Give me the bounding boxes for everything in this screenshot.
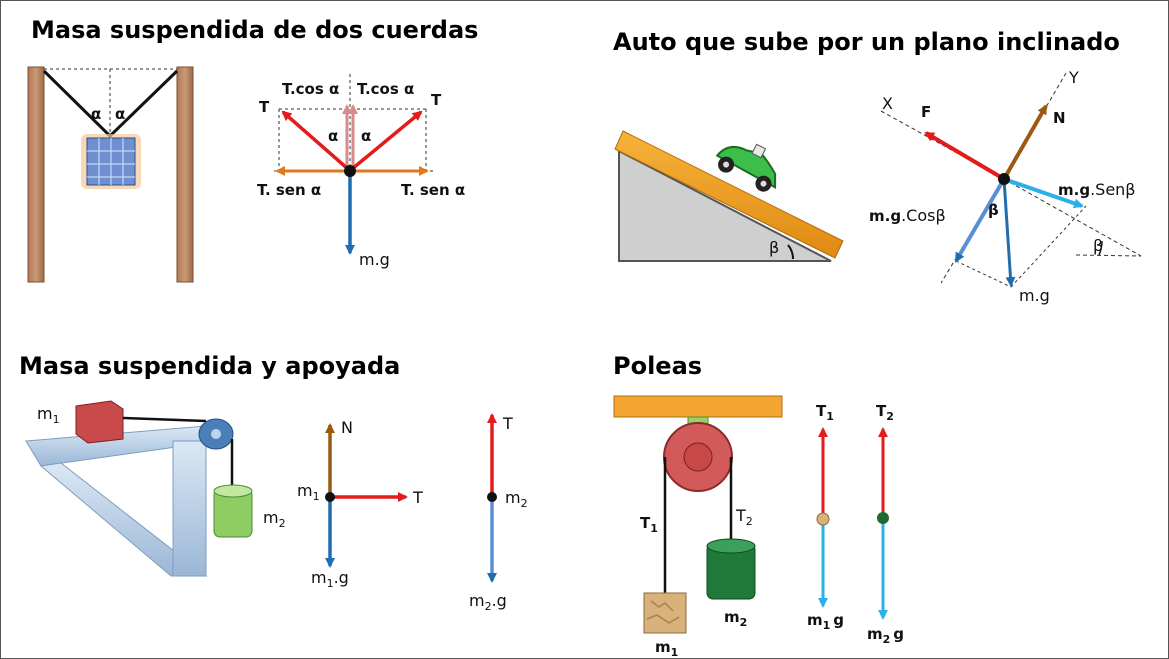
label-t1: T1 — [816, 402, 834, 423]
body-point — [487, 492, 497, 502]
force-f-arrow — [924, 131, 1006, 181]
mass-block-1 — [75, 400, 124, 444]
label-mg-cos: m.g.Cosβ — [869, 206, 946, 225]
table-pulley-illustration: m1 m2 — [25, 400, 286, 577]
beta-arc — [787, 244, 795, 260]
title-incline: Auto que sube por un plano inclinado — [613, 28, 1120, 56]
table-free-body-m2: T m2 m2.g — [469, 413, 528, 613]
mass-1-block — [643, 592, 687, 634]
incline-illustration: β — [614, 130, 844, 262]
label-t-cos-left: T.cos α — [282, 80, 339, 98]
incline-free-body: X Y F N β β m.g.Cosβ m.g.Senβ m.g — [869, 68, 1142, 305]
label-t-sen-left: T. sen α — [257, 181, 321, 199]
alpha-right: α — [115, 105, 125, 123]
label-t1-figure: T1 — [640, 514, 658, 535]
horizontal-ref — [1075, 254, 1142, 257]
label-t-sen-right: T. sen α — [401, 181, 465, 199]
projection-right — [1010, 205, 1087, 288]
label-m1-figure: m1 — [37, 404, 60, 426]
left-post — [27, 66, 45, 283]
title-pulleys: Poleas — [613, 352, 702, 380]
right-post — [176, 66, 194, 283]
body-point-1 — [816, 512, 830, 526]
body-point — [325, 492, 335, 502]
label-beta-fbd: β — [988, 201, 999, 219]
title-table-pulley: Masa suspendida y apoyada — [19, 352, 400, 380]
label-weight: m.g — [1019, 286, 1050, 305]
table-leg — [172, 440, 207, 577]
table-pulley-axle — [211, 429, 221, 439]
label-t-left: T — [259, 98, 270, 116]
label-mg-sen: m.g.Senβ — [1058, 180, 1136, 199]
body-point-2 — [877, 512, 889, 524]
label-m1: m1 — [297, 481, 320, 503]
label-weight: m.g — [359, 250, 390, 269]
label-beta-angle: β — [1093, 236, 1103, 255]
two-ropes-illustration: α α — [27, 66, 194, 283]
ceiling-beam — [613, 395, 783, 418]
label-axis-x: X — [882, 94, 893, 113]
label-m2: m2 — [505, 488, 528, 510]
mass-1-texture — [646, 600, 680, 624]
mg-cos-arrow — [954, 177, 1006, 263]
mg-sen-arrow — [1003, 177, 1084, 209]
car-icon — [715, 143, 777, 192]
label-t2: T2 — [876, 402, 894, 423]
label-normal: N — [341, 418, 353, 437]
box-texture — [87, 138, 135, 185]
body-point — [344, 165, 356, 177]
label-axis-y: Y — [1068, 68, 1079, 87]
pulley-hub — [683, 442, 713, 472]
tension-left-arrow — [281, 110, 350, 171]
label-tension: T — [412, 488, 423, 507]
weight-arrow — [1002, 178, 1016, 287]
lower-dashed — [940, 178, 1005, 284]
table-free-body-m1: N T m1 m1.g — [297, 418, 423, 590]
ramp-wedge — [618, 149, 832, 262]
two-ropes-free-body: T T T.cos α T.cos α α α T. sen α T. sen … — [257, 73, 465, 269]
normal-arrow — [1002, 104, 1048, 180]
label-t-cos-right: T.cos α — [357, 80, 414, 98]
ropes — [42, 69, 179, 139]
label-beta-ramp: β — [769, 238, 779, 257]
body-point — [998, 173, 1010, 185]
label-t2-figure: T2 — [735, 506, 753, 528]
ramp-plank — [614, 130, 844, 259]
mass-2-top — [706, 538, 756, 554]
pulley-illustration: T1 T2 m1 m2 — [613, 395, 783, 658]
label-tension: T — [502, 414, 513, 433]
cylinder-top — [213, 484, 253, 498]
label-m1g: m1.g — [311, 568, 349, 590]
label-alpha-right: α — [361, 127, 371, 145]
beta-arc-small — [1098, 240, 1103, 256]
title-two-ropes: Masa suspendida de dos cuerdas — [31, 16, 478, 44]
label-alpha-left: α — [328, 127, 338, 145]
incline-dashed — [1003, 178, 1142, 257]
label-t-right: T — [431, 91, 442, 109]
label-m1-figure: m1 — [655, 638, 678, 658]
projection-left — [955, 260, 1012, 288]
label-m2-figure: m2 — [263, 508, 286, 530]
label-force-f: F — [921, 103, 931, 121]
tension-right-arrow — [350, 110, 423, 171]
alpha-left: α — [91, 105, 101, 123]
rope-horizontal — [122, 416, 207, 423]
label-m2g: m2.g — [469, 591, 507, 613]
label-normal: N — [1053, 109, 1066, 127]
label-m2-figure: m2 — [724, 608, 747, 629]
